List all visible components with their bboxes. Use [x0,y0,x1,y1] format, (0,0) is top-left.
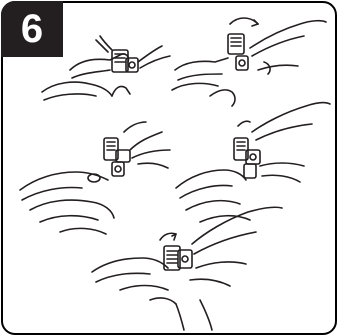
hands-twist-adapter-icon [172,18,326,106]
hands-attach-adapter-icon [42,36,170,100]
hands-push-device-icon [176,103,330,222]
hands-finger-insert-icon [92,207,282,330]
hands-hold-device-icon [20,122,170,234]
